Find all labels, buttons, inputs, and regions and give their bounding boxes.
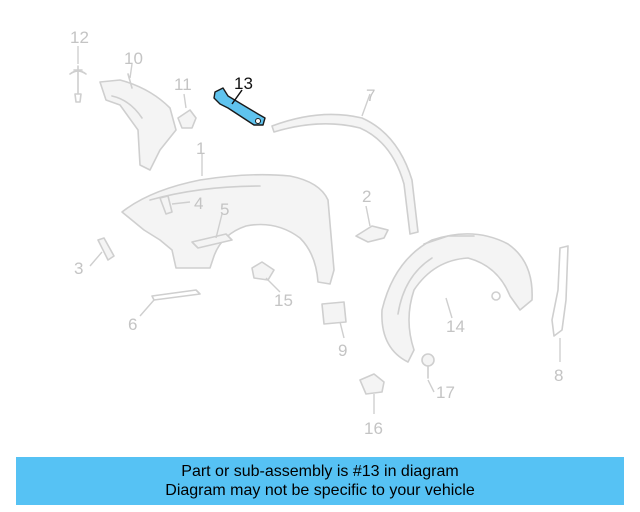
- part-7-arch-molding: [271, 113, 419, 235]
- part-14-wheelhouse-liner: [381, 233, 533, 363]
- callout-17: 17: [436, 383, 455, 402]
- banner-line-part-number: Part or sub-assembly is #13 in diagram: [181, 463, 459, 480]
- part-17-push-clip: [421, 353, 435, 379]
- callout-4: 4: [194, 194, 203, 213]
- part-10-liner: [99, 73, 177, 171]
- part-15-clip: [251, 261, 275, 281]
- part-6-strip: [151, 289, 201, 301]
- part-3-piece: [97, 237, 115, 261]
- callout-10: 10: [124, 49, 143, 68]
- part-2-bracket: [355, 225, 389, 243]
- callout-15: 15: [274, 291, 293, 310]
- callout-14: 14: [446, 317, 465, 336]
- callout-2: 2: [362, 187, 371, 206]
- part-16-nut: [359, 373, 385, 395]
- callout-12: 12: [70, 28, 89, 47]
- part-5-trim: [191, 233, 233, 249]
- callout-16: 16: [364, 419, 383, 438]
- callout-13: 13: [234, 74, 253, 93]
- callout-6: 6: [128, 315, 137, 334]
- callout-11: 11: [174, 75, 192, 94]
- part-4-fender-bracket: [159, 195, 173, 215]
- callout-3: 3: [74, 259, 83, 278]
- callout-7: 7: [366, 86, 375, 105]
- part-1-fender: [121, 173, 335, 285]
- callout-5: 5: [220, 200, 229, 219]
- callout-8: 8: [554, 366, 563, 385]
- part-9-pad: [321, 301, 347, 325]
- part-13-bracket: [213, 87, 266, 126]
- part-12-push-pin: [69, 65, 87, 103]
- banner-line-disclaimer: Diagram may not be specific to your vehi…: [165, 482, 475, 499]
- callout-9: 9: [338, 341, 347, 360]
- callout-1: 1: [196, 139, 205, 158]
- info-banner: Part or sub-assembly is #13 in diagram D…: [16, 457, 624, 505]
- leader-lines: [77, 46, 561, 414]
- part-8-seal: [551, 245, 569, 337]
- part-11-clip: [177, 109, 197, 129]
